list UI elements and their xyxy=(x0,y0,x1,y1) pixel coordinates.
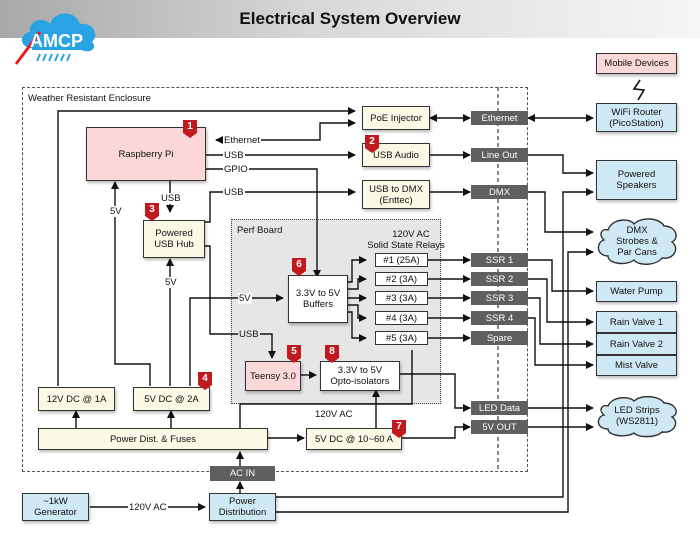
badge-6: 6 xyxy=(292,258,306,276)
usb-to-dmx: USB to DMX(Enttec) xyxy=(362,180,430,209)
label-usb-teensy-wire: USB xyxy=(238,329,260,340)
power-dist-fuses: Power Dist. & Fuses xyxy=(38,428,268,450)
label-5v-pi-wire: 5V xyxy=(109,206,123,217)
wire-ssr4-mist xyxy=(528,317,594,369)
label-5v-buffers-wire: 5V xyxy=(238,293,252,304)
badge-5: 5 xyxy=(287,345,301,363)
wire-5v-pi xyxy=(111,181,151,386)
poe-injector: PoE Injector xyxy=(362,106,430,130)
ssr-heading-line1: 120V AC xyxy=(392,229,430,240)
badge-7: 7 xyxy=(392,420,406,438)
psu-12v: 12V DC @ 1A xyxy=(38,387,115,411)
rain-valve-1: Rain Valve 1 xyxy=(596,311,677,333)
port-ssr3: SSR 3 xyxy=(471,291,528,305)
raspberry-pi: Raspberry Pi xyxy=(86,127,206,181)
badge-4: 4 xyxy=(198,372,212,390)
relay-2: #2 (3A) xyxy=(375,272,428,286)
amcp-logo: AMCP xyxy=(10,4,105,66)
wire-ssr3-rain2 xyxy=(528,297,594,348)
wire-dmx-fixtures xyxy=(528,191,594,236)
wire-lineout-speakers xyxy=(528,154,594,177)
port-spare: Spare xyxy=(471,331,528,345)
relay-4: #4 (3A) xyxy=(375,311,428,325)
label-usb-pi-hub-wire: USB xyxy=(160,193,182,204)
svg-text:AMCP: AMCP xyxy=(30,31,83,51)
cloud-shape-icon xyxy=(597,396,677,438)
wifi-router: WiFi Router(PicoStation) xyxy=(596,103,677,132)
label-usb-dmx-wire: USB xyxy=(223,187,245,198)
badge-8: 8 xyxy=(325,345,339,363)
cloud-rain-logo-icon: AMCP xyxy=(14,13,96,65)
teensy: Teensy 3.0 xyxy=(245,361,301,391)
relay-5: #5 (3A) xyxy=(375,331,428,345)
wire-power-speakers xyxy=(276,188,594,498)
rain-valve-2: Rain Valve 2 xyxy=(596,333,677,355)
label-ethernet-wire: Ethernet xyxy=(223,135,261,146)
badge-1: 1 xyxy=(183,120,197,138)
cloud-shape-icon xyxy=(597,218,677,265)
header-bar xyxy=(0,0,700,38)
psu-5v-small: 5V DC @ 2A xyxy=(133,387,210,411)
wire-5v-buffers xyxy=(189,294,284,386)
page-title: Electrical System Overview xyxy=(239,9,461,28)
relay-1: #1 (25A) xyxy=(375,253,428,267)
wire-usb-dmx xyxy=(205,188,356,223)
ssr-heading-line2: Solid State Relays xyxy=(367,240,445,251)
perf-board-label: Perf Board xyxy=(237,225,283,236)
port-ssr2: SSR 2 xyxy=(471,272,528,286)
wire-12v-poe xyxy=(57,107,356,386)
label-5v-hub-wire: 5V xyxy=(164,277,178,288)
water-pump: Water Pump xyxy=(596,281,677,302)
wire-ethernet-pi xyxy=(215,119,356,144)
wire-usb-teensy xyxy=(205,245,276,359)
port-led-data: LED Data xyxy=(471,401,528,415)
wire-120v-relays xyxy=(239,350,413,428)
wire-power-dmx xyxy=(276,248,594,513)
label-120v-internal: 120V AC xyxy=(314,409,354,420)
label-120v-generator: 120V AC xyxy=(128,502,168,513)
wire-ssr2-rain1 xyxy=(528,278,594,326)
led-strips: LED Strips(WS2811) xyxy=(594,394,680,438)
label-gpio-wire: GPIO xyxy=(223,164,249,175)
badge-3: 3 xyxy=(145,203,159,221)
label-usb-audio-wire: USB xyxy=(223,150,245,161)
wire-ssr1-pump xyxy=(528,259,594,295)
port-5v-out: 5V OUT xyxy=(471,420,528,434)
enclosure-label: Weather Resistant Enclosure xyxy=(28,93,151,104)
wireless-bolt-icon xyxy=(632,79,646,101)
port-ethernet: Ethernet xyxy=(471,111,528,125)
mist-valve: Mist Valve xyxy=(596,355,677,376)
raspberry-pi-label: Raspberry Pi xyxy=(118,148,174,160)
port-ac-in: AC IN xyxy=(210,466,275,481)
port-ssr1: SSR 1 xyxy=(471,253,528,267)
badge-2: 2 xyxy=(365,135,379,153)
mobile-devices: Mobile Devices xyxy=(596,53,677,74)
relay-3: #3 (3A) xyxy=(375,291,428,305)
wire-opto-leddata xyxy=(400,373,471,412)
psu-5v-large: 5V DC @ 10~60 A xyxy=(306,428,402,450)
port-line-out: Line Out xyxy=(471,148,528,162)
port-dmx: DMX xyxy=(471,185,528,199)
port-ssr4: SSR 4 xyxy=(471,311,528,325)
